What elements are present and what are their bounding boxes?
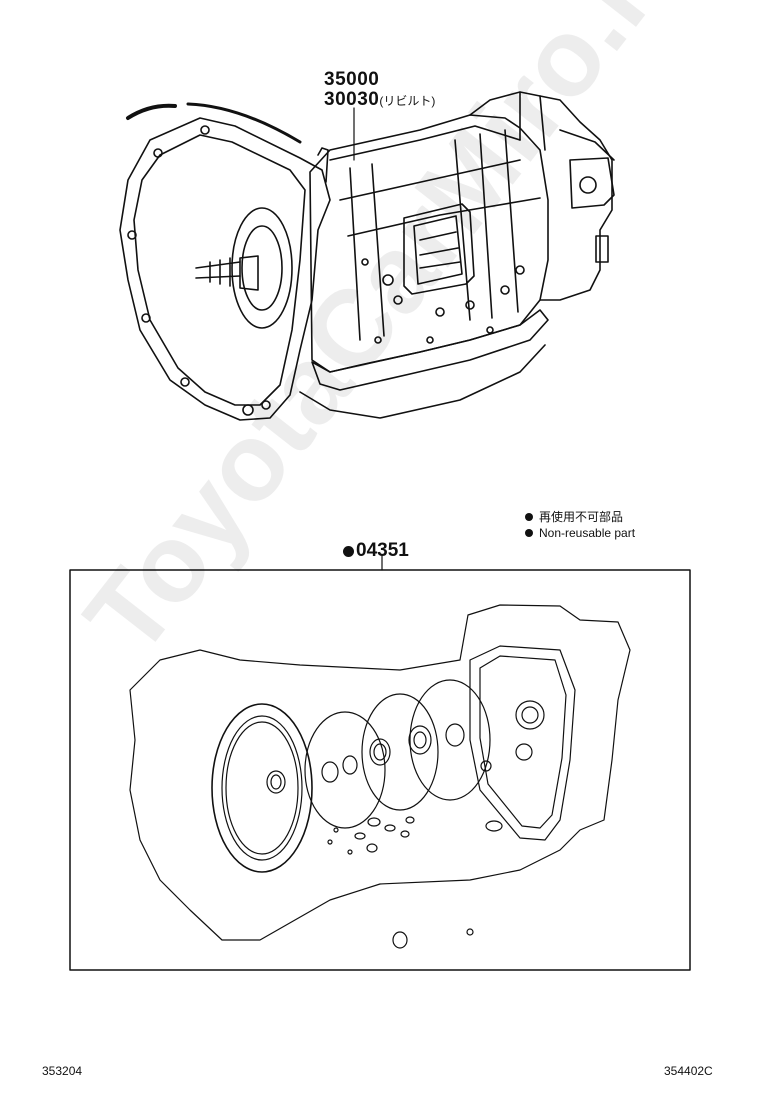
legend-en-text: Non-reusable part: [539, 526, 636, 540]
legend: 再使用不可部品 Non-reusable part: [525, 509, 635, 541]
non-reusable-dot-icon: [343, 545, 354, 557]
legend-jp-text: 再使用不可部品: [539, 510, 624, 524]
part-number-rebuilt-note: (リビルト): [379, 94, 436, 108]
non-reusable-dot-icon: [525, 513, 533, 521]
gasket-kit-illustration: [129, 604, 631, 949]
gasket-kit-part-number[interactable]: 04351: [343, 540, 409, 562]
gasket-kit-frame: [69, 569, 691, 971]
legend-row-jp: 再使用不可部品: [525, 509, 635, 525]
gasket-kit-code: 04351: [356, 540, 409, 561]
footer-left-code: 353204: [42, 1064, 83, 1078]
transmission-assembly: [119, 91, 615, 421]
non-reusable-dot-icon: [525, 529, 533, 537]
footer-right-code: 354402C: [664, 1064, 713, 1078]
part-number-rebuilt[interactable]: 30030(リビルト): [324, 90, 435, 111]
legend-row-en: Non-reusable part: [525, 525, 635, 541]
part-number-rebuilt-code: 30030: [324, 89, 380, 110]
part-number-main[interactable]: 35000: [324, 69, 380, 90]
